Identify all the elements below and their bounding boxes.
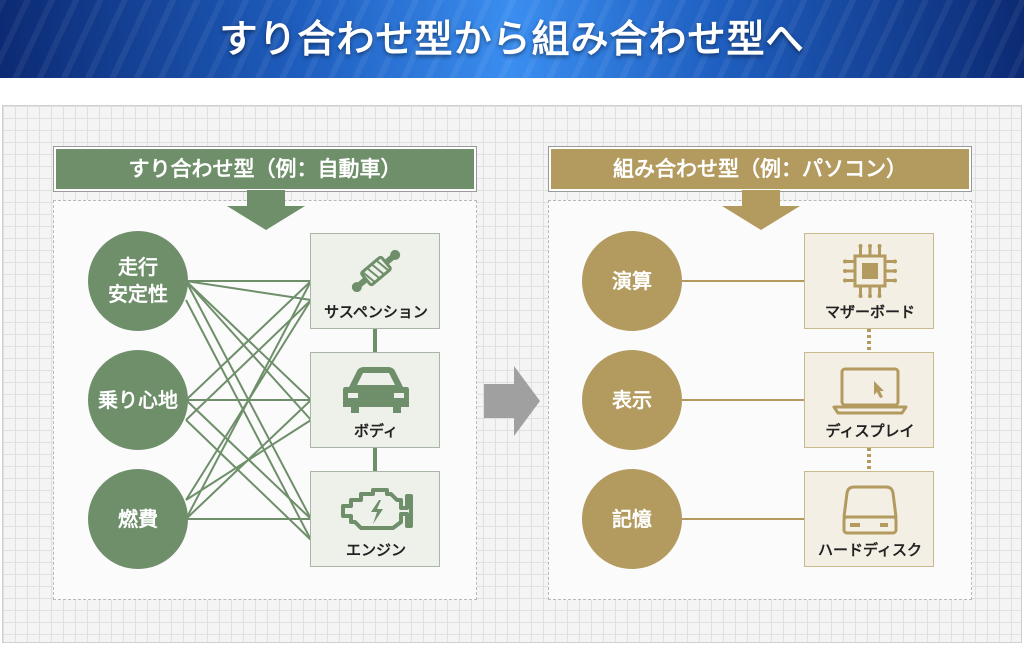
component-label: ボディ [354,422,398,440]
right-node-display: 表示 [582,350,682,450]
right-header: 組み合わせ型（例：パソコン） [548,146,972,192]
title-banner: すり合わせ型から組み合わせ型へ [0,0,1024,78]
component-display: ディスプレイ [804,352,934,448]
transition-arrow [484,366,540,436]
left-down-arrow [227,190,305,230]
left-header: すり合わせ型（例：自動車） [53,146,477,192]
component-suspension: サスペンション [310,233,440,329]
hard-disk-icon [805,478,935,540]
right-node-storage: 記憶 [582,469,682,569]
engine-warning-icon [311,478,441,540]
component-body: ボディ [310,352,440,448]
component-motherboard: マザーボード [804,233,934,329]
left-node-driving-stability: 走行 安定性 [88,231,188,331]
page-title: すり合わせ型から組み合わせ型へ [219,17,805,61]
cpu-chip-icon [805,240,935,302]
right-down-arrow [722,190,800,230]
laptop-icon [805,359,935,421]
left-node-ride-comfort: 乗り心地 [88,350,188,450]
component-label: マザーボード [824,303,915,321]
component-label: ディスプレイ [825,422,915,440]
shock-absorber-icon [311,240,441,302]
component-label: ハードディスク [818,541,922,559]
left-node-fuel-economy: 燃費 [88,469,188,569]
component-label: エンジン [345,541,406,559]
component-hard-disk: ハードディスク [804,471,934,567]
right-node-computation: 演算 [582,231,682,331]
component-engine: エンジン [310,471,440,567]
component-label: サスペンション [324,303,428,321]
car-icon [311,359,441,421]
